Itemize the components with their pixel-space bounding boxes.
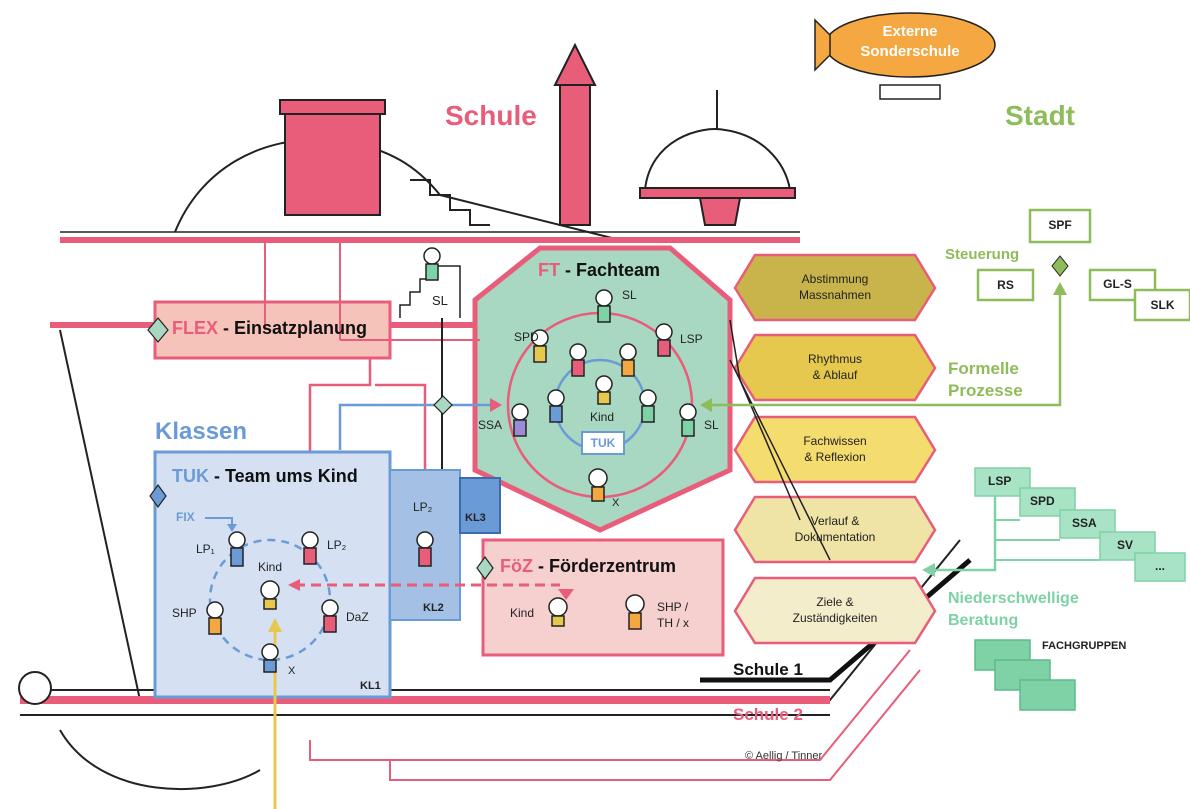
tuk-x: X — [288, 665, 296, 677]
process-shapes — [733, 253, 937, 645]
formelle-line1: Formelle — [948, 359, 1019, 378]
figures — [206, 247, 697, 673]
kl2-label: KL2 — [423, 602, 444, 614]
kl3-label: KL3 — [465, 512, 486, 524]
blimp-line1: Externe — [882, 23, 938, 40]
stair-sv: SV — [1117, 538, 1134, 552]
credit: © Aellig / Tinner — [745, 750, 823, 762]
tuk-abbr: TUK — [172, 466, 209, 486]
stair-ssa: SSA — [1072, 516, 1097, 530]
foez-abbr: FöZ — [500, 556, 533, 576]
flex-abbr: FLEX — [172, 318, 219, 338]
tuk-kind: Kind — [258, 560, 283, 574]
steuerung-gls: GL-S — [1103, 277, 1132, 291]
klassen-title: Klassen — [155, 418, 248, 445]
process-4: Verlauf & Dokumentation — [755, 513, 915, 545]
ft-kind: Kind — [590, 410, 615, 424]
tuk-daz: DaZ — [346, 610, 369, 624]
ft-tuk: TUK — [590, 436, 616, 450]
schule-title: Schule — [445, 100, 537, 131]
ft-sl-top: SL — [622, 288, 637, 302]
flex-label: FLEX - Einsatzplanung — [172, 318, 367, 339]
foez-box — [481, 538, 725, 657]
flex-rest: - Einsatzplanung — [218, 318, 368, 338]
stadt-title: Stadt — [1005, 100, 1075, 131]
chimney-left — [284, 104, 381, 216]
tower — [559, 84, 591, 226]
tuk-lp2: LP₂ — [327, 538, 347, 552]
process-2-line2: & Ablauf — [812, 368, 858, 382]
process-4-line2: Dokumentation — [794, 530, 876, 544]
niederschwellig-line2: Beratung — [948, 612, 1019, 629]
ft-abbr: FT — [538, 260, 560, 280]
schule1-label: Schule 1 — [733, 660, 803, 679]
process-2-line1: Rhythmus — [807, 352, 863, 366]
tuk-lp1: LP₁ — [196, 542, 215, 556]
process-1-line1: Abstimmung — [801, 272, 869, 286]
process-5: Ziele & Zuständigkeiten — [755, 594, 915, 626]
kl3-box — [459, 477, 501, 534]
foez-kind: Kind — [510, 606, 535, 620]
stair-lsp: LSP — [988, 474, 1012, 488]
flex-box — [153, 300, 392, 360]
steuerung-rs: RS — [997, 278, 1014, 292]
process-5-line1: Ziele & — [816, 595, 854, 609]
blimp-line2: Sonderschule — [860, 43, 960, 60]
ft-x: X — [612, 497, 620, 509]
tuk-shp: SHP — [172, 606, 197, 620]
tuk-title: TUK - Team ums Kind — [172, 466, 358, 487]
fachgruppen-stack — [974, 639, 1076, 711]
ft-sl-right: SL — [704, 418, 719, 432]
steuerung-label: Steuerung — [945, 246, 1020, 263]
process-5-line2: Zuständigkeiten — [792, 611, 878, 625]
ft-ssa: SSA — [478, 418, 503, 432]
foez-rest: - Förderzentrum — [533, 556, 677, 576]
process-3: Fachwissen & Reflexion — [755, 433, 915, 465]
process-4-line1: Verlauf & — [810, 514, 860, 528]
tuk-rest: - Team ums Kind — [209, 466, 358, 486]
process-2: Rhythmus & Ablauf — [755, 351, 915, 383]
schule2-label: Schule 2 — [733, 705, 803, 724]
ft-rest: - Fachteam — [560, 260, 661, 280]
foez-title: FöZ - Förderzentrum — [500, 556, 676, 577]
sl-stair-label: SL — [432, 293, 448, 308]
kl2-lp2: LP₂ — [413, 500, 433, 514]
formelle-line2: Prozesse — [948, 381, 1023, 400]
stair-more: ... — [1155, 559, 1166, 573]
hull-bottom — [59, 729, 261, 790]
fachgruppen-label: FACHGRUPPEN — [1042, 640, 1127, 652]
niederschwellig-stair — [974, 467, 1186, 582]
niederschwellig-line1: Niederschwellige — [948, 590, 1079, 607]
ft-title: FT - Fachteam — [538, 260, 660, 281]
tuk-kl1: KL1 — [360, 680, 381, 692]
ft-spd: SPD — [514, 330, 539, 344]
process-3-line1: Fachwissen — [803, 434, 867, 448]
process-1-line2: Massnahmen — [798, 288, 872, 302]
observatory-dome — [643, 128, 792, 191]
tuk-fix: FIX — [176, 510, 195, 524]
steuerung-slk: SLK — [1150, 298, 1175, 312]
steuerung-spf: SPF — [1048, 218, 1072, 232]
process-3-line2: & Reflexion — [804, 450, 866, 464]
ft-tuk-box — [581, 431, 625, 455]
steuerung-boxes — [976, 208, 1190, 322]
schule2-line — [309, 649, 911, 761]
foez-shp1: SHP / — [657, 600, 689, 614]
stair-spd: SPD — [1030, 494, 1055, 508]
foez-shp2: TH / x — [657, 616, 689, 630]
ft-lsp: LSP — [680, 332, 703, 346]
